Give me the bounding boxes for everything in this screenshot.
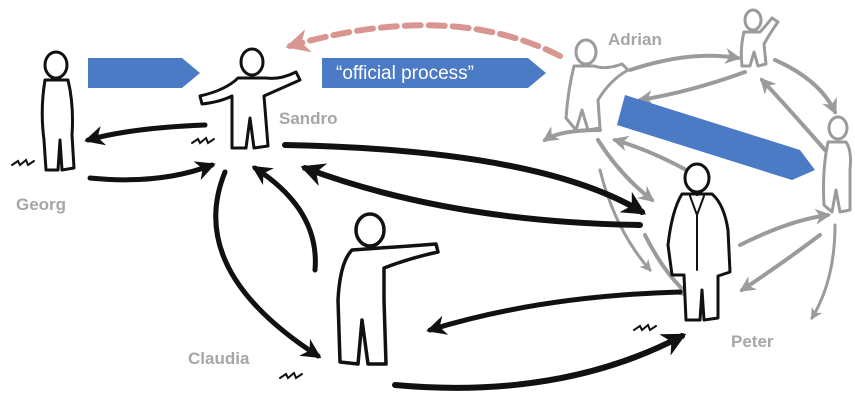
grey-arrow <box>636 70 747 106</box>
arrow-sandro-peter <box>282 142 647 215</box>
person-name-adrian: Adrian <box>608 30 662 49</box>
grey-arrow <box>611 135 692 174</box>
person-name-peter: Peter <box>731 332 774 351</box>
grey-arrow <box>598 168 652 272</box>
informal-arrows <box>84 122 687 391</box>
person-claudia-figure <box>336 212 440 366</box>
official-arrow-georg-sandro <box>88 58 200 88</box>
grey-arrow <box>773 58 837 115</box>
person-right-figure <box>822 115 852 214</box>
arrow-claudia-peter <box>392 333 687 391</box>
dashed-feedback-arrow <box>285 22 563 59</box>
arrow-georg-sandro <box>87 161 216 183</box>
official-process-arrows <box>88 58 815 180</box>
scribble <box>633 323 657 332</box>
person-name-sandro: Sandro <box>279 109 338 128</box>
scribble <box>279 371 303 380</box>
arrow-sandro-georg <box>84 122 208 146</box>
person-georg-figure <box>40 50 76 172</box>
person-adrian-figure <box>564 38 630 132</box>
person-sandro-figure <box>198 47 302 150</box>
official-process-label: “official process” <box>336 63 474 84</box>
faded-network <box>542 48 837 321</box>
grey-arrow <box>628 48 742 72</box>
official-arrow-adrian-peter <box>617 95 815 180</box>
grey-arrow <box>738 208 832 247</box>
grey-arrow <box>739 233 822 292</box>
person-top-right-figure <box>739 8 780 68</box>
arrow-peter-sandro <box>300 163 643 228</box>
scribble <box>11 158 35 167</box>
grey-arrow <box>759 77 827 152</box>
arrow-claudia-sandro <box>251 165 318 273</box>
grey-arrow <box>542 126 602 142</box>
person-peter-figure <box>666 162 732 322</box>
grey-arrow <box>810 223 837 321</box>
official-arrow-sandro-adrian <box>322 58 546 88</box>
arrow-sandro-claudia <box>213 169 322 359</box>
arrow-peter-claudia <box>426 289 683 335</box>
person-name-georg: Georg <box>16 195 66 214</box>
scribble <box>191 136 215 145</box>
person-name-claudia: Claudia <box>188 349 250 368</box>
scribbles <box>11 136 657 380</box>
